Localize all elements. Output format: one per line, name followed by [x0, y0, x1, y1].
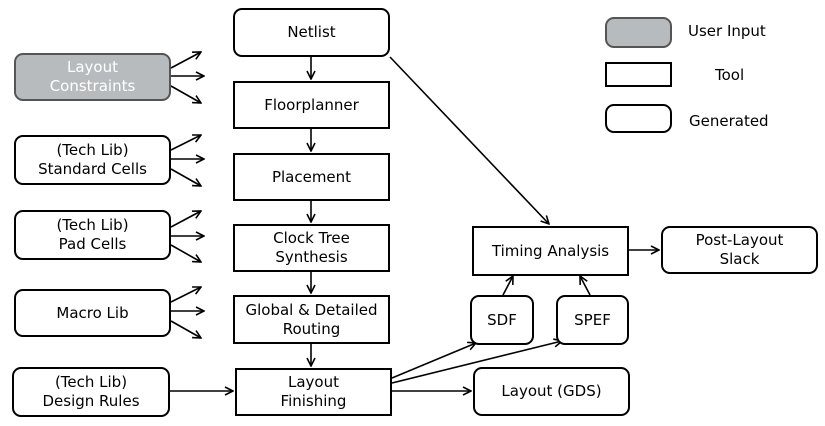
legend-tool-label: Tool [715, 66, 745, 84]
sdf-label: SDF [487, 310, 517, 329]
layout-constraints-label: Layout Constraints [49, 58, 136, 95]
sdf-box: SDF [470, 295, 534, 345]
fan-arrow [170, 287, 201, 303]
routing-box: Global & Detailed Routing [233, 295, 390, 344]
netlist-label: Netlist [287, 23, 336, 41]
fan-arrow [170, 211, 201, 228]
fan-arrow [170, 52, 201, 69]
arrow-sdf-timing [502, 276, 513, 296]
fan-arrow [170, 244, 201, 262]
arrow-finishing-sdf [391, 343, 476, 379]
fan-arrow [170, 85, 201, 103]
timing-analysis-label: Timing Analysis [491, 241, 610, 260]
placement-box: Placement [233, 153, 390, 201]
timing-analysis-box: Timing Analysis [472, 226, 629, 276]
legend-user-input-swatch [605, 17, 672, 48]
routing-label: Global & Detailed Routing [245, 300, 378, 338]
pad-cells-box: (Tech Lib) Pad Cells [14, 210, 171, 260]
netlist-box: Netlist [233, 8, 390, 57]
placement-label: Placement [271, 167, 352, 186]
design-rules-box: (Tech Lib) Design Rules [12, 367, 170, 417]
clock-tree-box: Clock Tree Synthesis [233, 224, 390, 272]
finishing-box: Layout Finishing [235, 368, 392, 416]
layout-gds-label: Layout (GDS) [501, 382, 602, 400]
legend-generated-label: Generated [689, 112, 769, 130]
legend-generated-swatch [605, 104, 672, 133]
macro-lib-label: Macro Lib [56, 303, 129, 322]
floorplanner-box: Floorplanner [233, 81, 390, 129]
spef-box: SPEF [556, 295, 629, 345]
legend-user-input-label: User Input [688, 22, 766, 40]
pad-cells-label: (Tech Lib) Pad Cells [56, 216, 129, 253]
layout-gds-box: Layout (GDS) [473, 367, 630, 416]
arrow-netlist-timing [389, 56, 549, 224]
post-layout-slack-box: Post-Layout Slack [661, 226, 818, 274]
fan-arrow [170, 320, 201, 338]
floorplanner-label: Floorplanner [264, 95, 359, 114]
standard-cells-box: (Tech Lib) Standard Cells [14, 135, 171, 185]
arrow-finishing-spef [391, 341, 562, 384]
design-rules-label: (Tech Lib) Design Rules [42, 373, 140, 410]
post-layout-slack-label: Post-Layout Slack [695, 231, 784, 268]
fan-arrow [170, 135, 201, 151]
clock-tree-label: Clock Tree Synthesis [273, 229, 350, 266]
layout-constraints-box: Layout Constraints [14, 53, 171, 101]
macro-lib-box: Macro Lib [14, 289, 171, 337]
finishing-label: Layout Finishing [280, 373, 347, 410]
spef-label: SPEF [574, 310, 611, 329]
legend-tool-swatch [605, 62, 672, 87]
standard-cells-label: (Tech Lib) Standard Cells [38, 141, 147, 178]
arrow-spef-timing [580, 276, 591, 296]
fan-arrow [170, 168, 201, 186]
